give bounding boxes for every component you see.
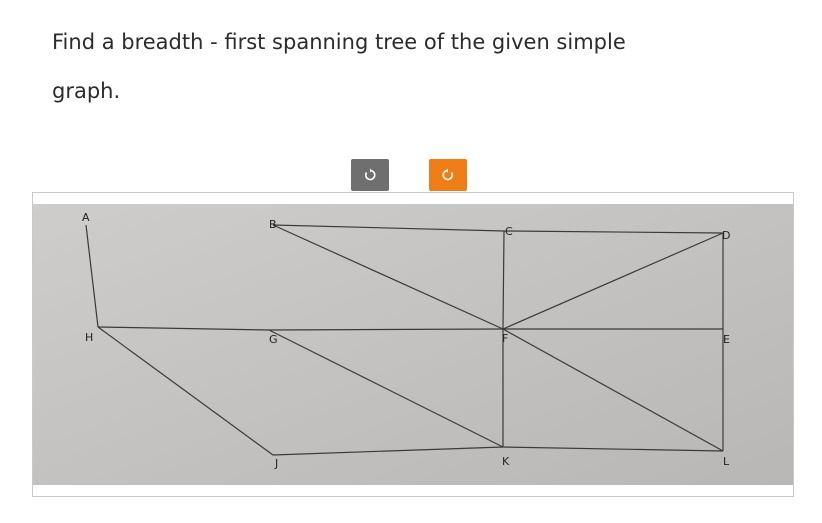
edge-GK (268, 329, 504, 448)
edge-GF (268, 328, 504, 331)
vertex-label-D: D (722, 229, 730, 242)
edge-HG (97, 326, 270, 331)
vertex-label-K: K (502, 455, 510, 468)
edge-KL (502, 446, 724, 452)
rotate-left-button[interactable] (351, 159, 389, 191)
question-text: Find a breadth - first spanning tree of … (52, 30, 626, 103)
vertex-label-A: A (82, 211, 90, 224)
vertex-label-E: E (723, 333, 730, 346)
edge-AH (85, 224, 99, 328)
vertex-label-H: H (85, 331, 93, 344)
graph-photo: A B C D E F G H J K L (33, 204, 793, 485)
rotate-counterclockwise-icon (365, 168, 376, 181)
vertex-label-F: F (502, 332, 508, 345)
vertex-label-C: C (505, 225, 513, 238)
image-frame: A B C D E F G H J K L (32, 192, 794, 497)
edge-CF (502, 230, 505, 330)
rotate-clockwise-icon (442, 168, 453, 181)
edge-DF (502, 232, 724, 330)
edge-JK (272, 446, 504, 456)
edge-FL (502, 328, 724, 452)
vertex-label-G: G (269, 333, 278, 346)
edge-CD (503, 230, 724, 234)
edge-HJ (97, 326, 274, 456)
edge-BC (272, 224, 505, 232)
vertex-label-B: B (269, 218, 277, 231)
vertex-label-J: J (274, 457, 278, 470)
rotate-right-button[interactable] (429, 159, 467, 191)
vertex-label-L: L (723, 455, 730, 468)
edge-BF (272, 224, 504, 330)
